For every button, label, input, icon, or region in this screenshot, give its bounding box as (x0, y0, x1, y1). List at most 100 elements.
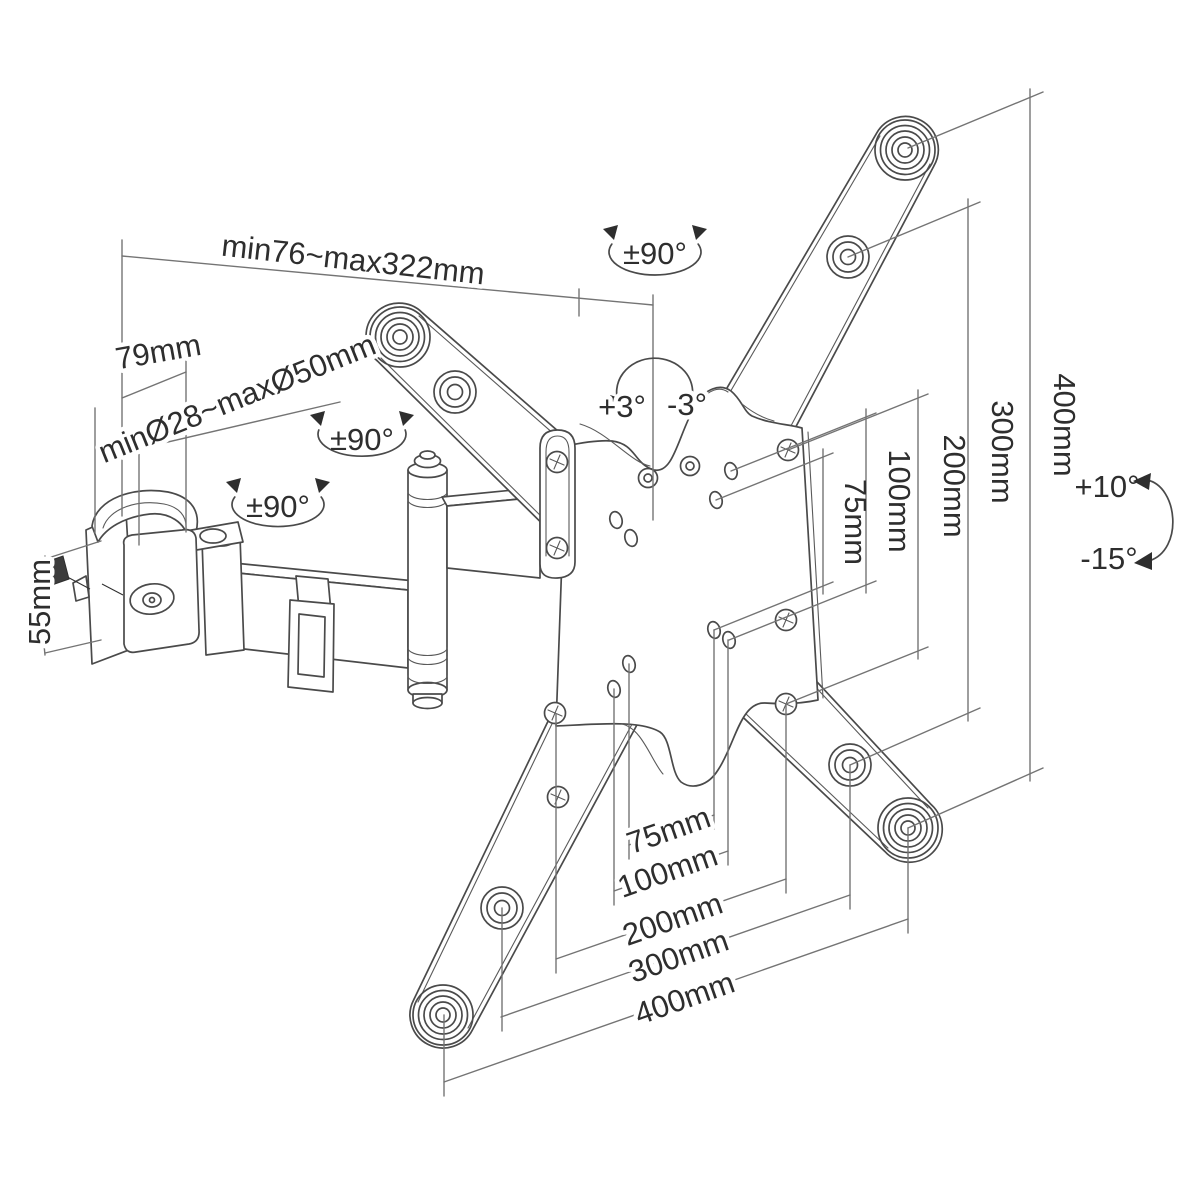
conn-200-bottom (785, 646, 929, 705)
label-swivel-arm: ±90° (330, 422, 394, 457)
cable-clip-inner (297, 613, 326, 678)
dim-hline-75 (628, 814, 715, 846)
roll-boss-left-hole (643, 473, 653, 483)
dimension-lines (43, 88, 1044, 1097)
roll-boss-right-hole (685, 461, 695, 471)
arm-end-hole (369, 306, 431, 368)
conn-75-top (715, 452, 834, 501)
label-vesa-v-200: 200mm (937, 434, 972, 537)
arm-end-bracket (201, 535, 245, 656)
arm-end-hole (412, 984, 474, 1046)
arm-end-hole (423, 995, 463, 1035)
upper-link-front (446, 496, 541, 579)
swivel-arm-arrow-left (310, 411, 325, 426)
label-tilt-up: +10° (1075, 469, 1140, 504)
arm-mid-hole (839, 248, 857, 266)
swivel-arm-ellipse (317, 429, 407, 457)
conn-300-top (847, 201, 981, 258)
plate-top-swoosh (579, 423, 651, 467)
swivel-clamp-ellipse (231, 496, 325, 528)
hinge-post-stub-end (412, 696, 443, 710)
arm-mid-hole (826, 235, 870, 279)
tilt-arc (1146, 479, 1174, 562)
level-arrow-right (684, 394, 700, 412)
bracket-inner-line (545, 435, 570, 557)
conn-100-top (730, 412, 877, 472)
hinge-ring-1 (407, 491, 448, 501)
arm-mid-hole (446, 383, 464, 401)
dim-stub-55-top (43, 555, 46, 571)
clamp-lever-dome (199, 528, 227, 544)
arm-end-hole (879, 124, 931, 176)
swivel-clamp-arrow-right (315, 478, 330, 493)
hinge-ring-5 (407, 675, 448, 685)
dim-line-79 (121, 371, 187, 399)
dim-hline-200 (555, 878, 787, 960)
swivel-plate-arrow-right (692, 225, 707, 240)
label-clamp-offset: 79mm (113, 327, 204, 376)
label-tilt-down: -15° (1080, 541, 1137, 576)
hinge-post-cap (419, 450, 436, 460)
label-level-plus: +3° (598, 389, 646, 424)
arm-end-hole (374, 311, 426, 363)
label-swivel-clamp: ±90° (246, 489, 310, 524)
swivel-clamp-arrow-left (226, 478, 241, 493)
level-arrow-left (610, 395, 626, 414)
hinge-ring-4 (407, 656, 448, 666)
arm-end-hole (429, 1001, 457, 1029)
conn-400-top (907, 91, 1044, 149)
label-vesa-v-400: 400mm (1047, 373, 1082, 476)
plate-hump-inner (699, 388, 729, 403)
vesa-slot (623, 528, 639, 548)
plate-right-edge-double (807, 431, 824, 699)
hinge-post-body (407, 469, 448, 691)
label-clamp-height: 55mm (22, 559, 57, 645)
phillips-cross (551, 705, 559, 721)
level-arc (615, 357, 694, 405)
conn-300-bottom (849, 707, 981, 766)
arm-mid-hole (832, 241, 864, 273)
clamp-pivot-hole (142, 592, 162, 608)
arm-end-hole (897, 142, 913, 158)
rotation-indicators (226, 225, 1174, 570)
swivel-arm-arrow-right (399, 411, 414, 426)
clamp-bolt-tab (72, 575, 90, 602)
dim-tick-55-top (44, 540, 102, 560)
arm-mid-hole (439, 376, 471, 408)
phillips-cross (553, 454, 561, 470)
clamp-arm-assembly (45, 450, 541, 710)
dim-stub-55-bottom (43, 644, 46, 656)
label-vesa-v-300: 300mm (985, 400, 1020, 503)
dim-line-reach (121, 255, 654, 306)
arm-end-hole (386, 323, 414, 351)
clamp-jaw-inner (102, 502, 187, 530)
label-vesa-v-75: 75mm (838, 479, 873, 565)
hinge-ring-3 (407, 647, 448, 657)
arm-end-hole (417, 989, 469, 1041)
label-level-minus: -3° (667, 387, 707, 422)
clamp-pivot-center (148, 596, 156, 604)
arm-end-hole (874, 119, 936, 181)
arm-end-hole (435, 1007, 451, 1023)
arm-mid-hole (433, 370, 477, 414)
swivel-plate-arrow-left (603, 225, 618, 240)
plate-hump-edge (741, 403, 775, 422)
clamp-bolt-2 (101, 583, 124, 596)
dim-tick-55-bottom (44, 639, 102, 654)
dim-hline-100 (613, 850, 729, 892)
dim-hline-400 (443, 918, 909, 1083)
label-swivel-plate: ±90° (623, 236, 687, 271)
center-plate (555, 386, 824, 787)
arm-end-hole (891, 136, 919, 164)
clamp-bolt-head (45, 555, 70, 586)
arm-end-hole (380, 317, 420, 357)
conn-400-bottom (907, 767, 1044, 829)
dim-line-pole-diameter (111, 401, 341, 456)
arm-end-hole (885, 130, 925, 170)
phillips-cross (782, 612, 790, 628)
phillips-cross (553, 540, 561, 556)
conn-100-bottom (728, 580, 877, 641)
vesa-slot (608, 510, 624, 530)
dim-hline-300 (500, 894, 851, 1018)
